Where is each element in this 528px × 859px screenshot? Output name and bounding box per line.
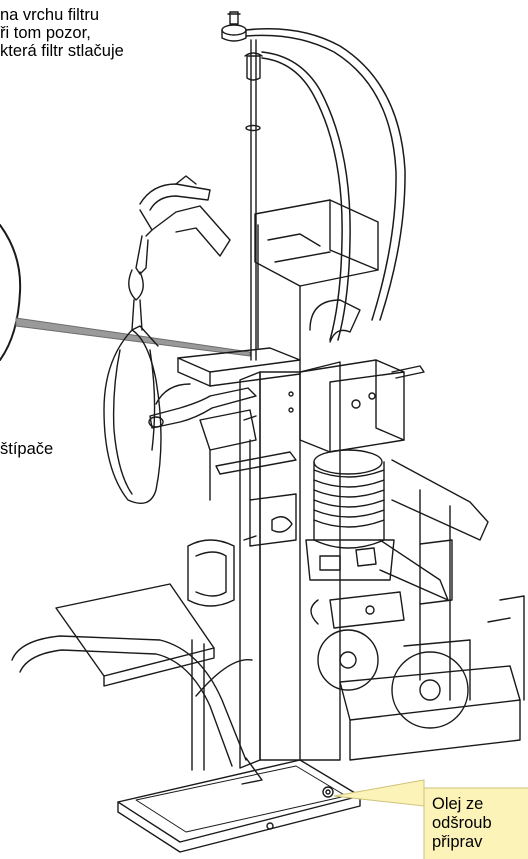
magnifier-leader [15, 317, 251, 357]
top-line-2: ři tom pozor, [0, 24, 91, 42]
main-column [239, 361, 341, 769]
cross-beam [148, 347, 301, 429]
magnifier-circle [0, 224, 22, 361]
wheels [317, 629, 471, 729]
drain-line-1: Olej ze [432, 795, 484, 813]
middle-label: štípače [0, 440, 54, 458]
drain-line-2: odšroub [432, 814, 492, 832]
top-cap [221, 11, 247, 42]
hook-arm [128, 175, 231, 331]
top-line-1: na vrchu filtru [0, 6, 100, 24]
hydraulic-cylinder [310, 591, 405, 629]
upper-frame [254, 199, 379, 361]
drain-line-3: připrav [432, 833, 483, 851]
loading-table [11, 539, 253, 771]
drain-plug [322, 786, 334, 798]
filter-pole [244, 39, 263, 361]
drain-callout-box [423, 787, 528, 859]
top-line-3: která filtr stlačuje [0, 42, 124, 60]
electric-motor [305, 449, 395, 581]
drain-callout-bubble [333, 779, 425, 807]
operating-lever [199, 409, 297, 547]
valve-block [299, 299, 425, 453]
right-frame [339, 595, 525, 761]
base-plate [117, 757, 361, 853]
top-instruction-text: na vrchu filtru ři tom pozor, která filt… [0, 6, 124, 60]
splitting-blade [103, 325, 162, 504]
side-guard [379, 459, 489, 701]
hydraulic-hoses [245, 27, 406, 341]
drain-instruction-text: Olej ze odšroub připrav [432, 795, 492, 852]
